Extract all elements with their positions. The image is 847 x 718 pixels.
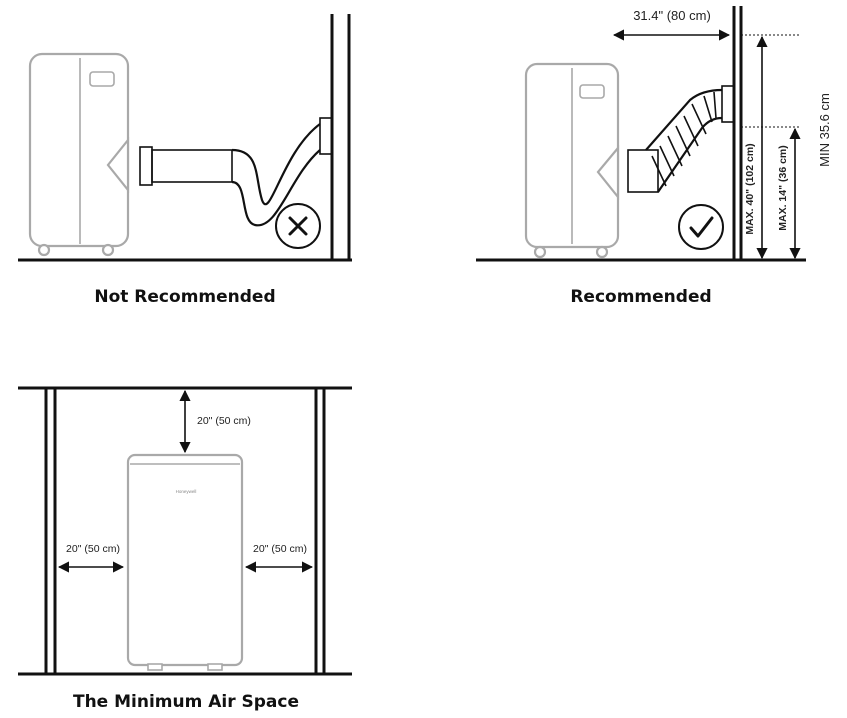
exhaust-hose-recommended (627, 85, 735, 193)
portable-ac-unit (524, 62, 620, 259)
panel-recommended: 31.4" (80 cm) MAX. 40" (102 cm) MAX. 14"… (476, 6, 832, 307)
brand-label: Honeywell (176, 489, 197, 494)
caption-not-recommended: Not Recommended (94, 287, 275, 307)
right-clearance-label: 20" (50 cm) (253, 543, 307, 555)
sagging-exhaust-hose (139, 117, 333, 227)
portable-ac-unit (28, 52, 130, 257)
check-icon (678, 204, 724, 250)
min-distance-label: MIN 35.6 cm (817, 93, 832, 167)
max-height-small-label: MAX. 14" (36 cm) (777, 145, 789, 231)
max-height-label: MAX. 40" (102 cm) (744, 143, 756, 234)
portable-ac-unit-front: Honeywell (126, 453, 244, 671)
cross-icon (275, 203, 321, 249)
left-clearance-label: 20" (50 cm) (66, 543, 120, 555)
panel-not-recommended: Not Recommended (18, 14, 352, 307)
caption-recommended: Recommended (570, 287, 711, 307)
caption-minimum-air-space: The Minimum Air Space (73, 692, 299, 712)
width-dimension-label: 31.4" (80 cm) (633, 8, 711, 23)
top-clearance-label: 20" (50 cm) (197, 415, 251, 427)
panel-minimum-air-space: Honeywell 20" (50 cm) 20" (50 cm) 20" (5… (18, 386, 352, 712)
